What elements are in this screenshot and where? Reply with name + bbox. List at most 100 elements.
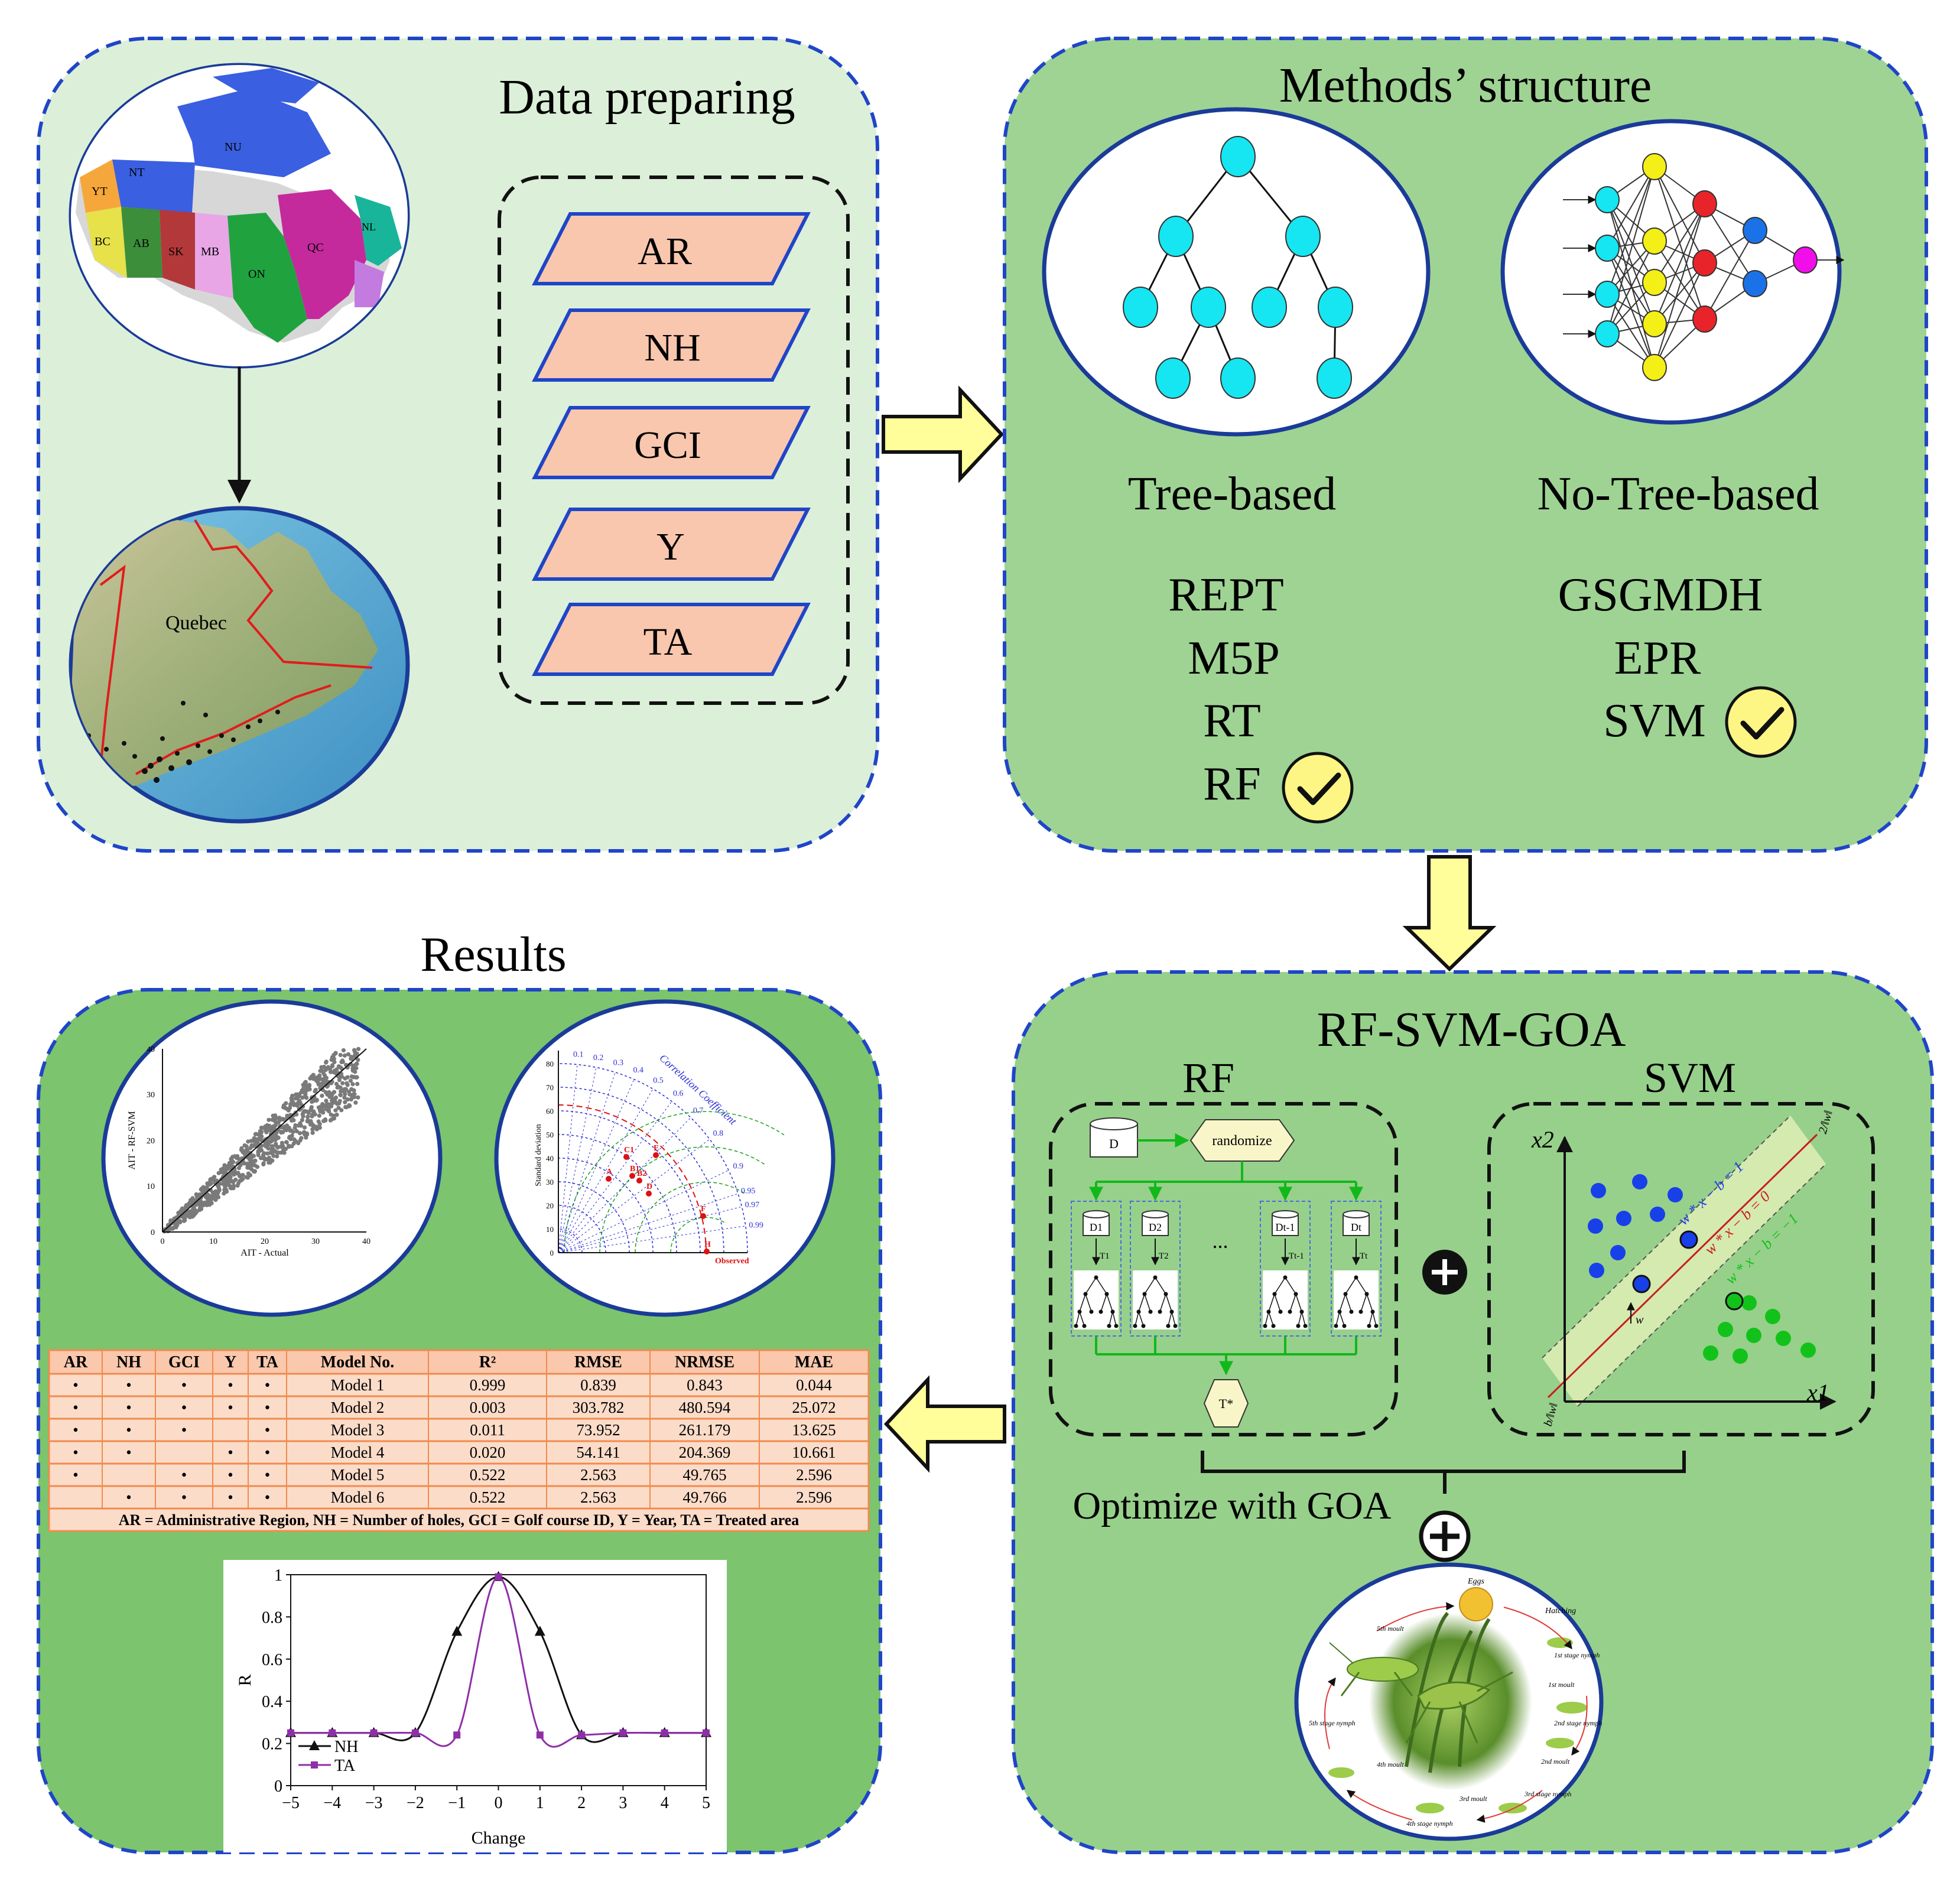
chart-x-tick-label: 1 [536, 1794, 544, 1812]
svg-text:10: 10 [546, 1225, 554, 1234]
table-cell: 10.661 [792, 1444, 836, 1461]
svg-text:40: 40 [546, 1154, 554, 1163]
table-cell: Model 2 [331, 1399, 385, 1416]
province-label-nu: NU [225, 141, 242, 154]
variable-nh: NH [532, 308, 811, 382]
grasshopper-life-cycle: Eggs Hatching 1st stage nymph 1st moult … [1294, 1562, 1604, 1841]
method-rept: REPT [1168, 569, 1284, 621]
table-header-cell: NRMSE [675, 1353, 734, 1371]
table-cell: • [227, 1376, 233, 1394]
svg-text:T1: T1 [1100, 1251, 1110, 1261]
svg-text:20: 20 [147, 1137, 155, 1146]
chart-y-tick-label: 1 [274, 1566, 282, 1585]
province-label-nt: NT [129, 166, 145, 179]
svg-text:10: 10 [209, 1237, 217, 1246]
chart-x-tick-label: −5 [282, 1794, 300, 1812]
chart-point [703, 1729, 710, 1737]
table-cell: • [73, 1466, 78, 1484]
svm-y-axis-label: x2 [1531, 1126, 1554, 1153]
svg-text:0.9: 0.9 [733, 1162, 743, 1171]
method-rf: RF [1203, 758, 1261, 810]
variable-y: Y [532, 508, 811, 581]
chart-y-tick-label: 0 [274, 1777, 282, 1796]
svg-text:4th stage nymph: 4th stage nymph [1406, 1819, 1453, 1828]
svg-text:H: H [704, 1240, 711, 1249]
table-cell: • [227, 1399, 233, 1416]
svg-text:4th moult: 4th moult [1377, 1760, 1404, 1769]
svg-text:0.1: 0.1 [573, 1051, 584, 1059]
table-cell: Model 3 [331, 1421, 385, 1439]
table-cell: • [265, 1376, 270, 1394]
province-label-ab: AB [133, 237, 149, 250]
rf-dataset-cylinder: D [1090, 1117, 1138, 1158]
table-cell: 73.952 [576, 1421, 620, 1439]
chart-point [661, 1729, 668, 1737]
chart-x-tick-label: 5 [702, 1794, 710, 1812]
results-title: Results [420, 927, 566, 982]
province-label-bc: BC [95, 235, 110, 248]
data-preparing-title: Data preparing [499, 70, 795, 125]
chart-x-tick-label: −2 [407, 1794, 424, 1812]
svg-text:3rd moult: 3rd moult [1459, 1795, 1487, 1803]
methods-title: Methods’ structure [1279, 58, 1652, 113]
table-cell: 49.766 [682, 1488, 726, 1506]
variable-ar: AR [532, 212, 811, 285]
svg-text:30: 30 [311, 1237, 320, 1246]
svg-text:AIT - RF-SVM: AIT - RF-SVM [127, 1111, 137, 1169]
table-cell: • [181, 1466, 187, 1484]
table-cell: 0.011 [470, 1421, 505, 1439]
chart-point [619, 1729, 627, 1737]
svm-w-label: w [1636, 1314, 1644, 1327]
table-cell: 303.782 [573, 1399, 625, 1416]
chart-x-tick-label: 4 [661, 1794, 669, 1812]
svg-text:Tt: Tt [1360, 1251, 1368, 1261]
chart-x-tick-label: −3 [365, 1794, 383, 1812]
table-cell: 0.522 [470, 1488, 506, 1506]
table-cell: Model 1 [331, 1376, 385, 1394]
chart-background [223, 1560, 727, 1852]
svg-text:0.97: 0.97 [745, 1201, 760, 1210]
scatter-plot: AIT - Actual AIT - RF-SVM 0 10 20 30 40 … [101, 999, 443, 1317]
province-label-sk: SK [168, 245, 184, 258]
table-cell: • [227, 1488, 233, 1506]
chart-point [534, 1626, 545, 1636]
svg-text:30: 30 [546, 1178, 554, 1186]
svg-text:B2: B2 [637, 1169, 646, 1178]
province-label-qc: QC [307, 241, 324, 254]
svg-text:80: 80 [546, 1059, 554, 1068]
svg-text:0.7: 0.7 [693, 1107, 704, 1116]
neural-network-diagram [1500, 119, 1845, 425]
svg-text:D1: D1 [1090, 1221, 1103, 1233]
hybrid-title: RF-SVM-GOA [1317, 1002, 1626, 1057]
table-cell: • [181, 1421, 187, 1439]
svg-text:0: 0 [151, 1228, 155, 1237]
province-label-nl: NL [362, 221, 376, 233]
rf-output-node: T* [1203, 1379, 1249, 1428]
table-cell: 54.141 [576, 1444, 620, 1461]
province-label-on: ON [248, 268, 265, 281]
chart-x-tick-label: 0 [495, 1794, 503, 1812]
table-cell: 2.563 [580, 1488, 616, 1506]
arrow-to-hybrid [1402, 855, 1497, 972]
svg-text:20: 20 [546, 1201, 554, 1210]
svg-text:0.99: 0.99 [749, 1221, 763, 1230]
table-header-cell: GCI [168, 1353, 200, 1371]
chart-legend-entry: NH [334, 1738, 358, 1756]
plus-circle-icon [1419, 1510, 1471, 1562]
arrow-to-methods [882, 385, 1005, 483]
chart-point [411, 1729, 419, 1737]
table-cell: • [73, 1421, 78, 1439]
svg-text:2nd stage nymph: 2nd stage nymph [1554, 1719, 1602, 1727]
table-header-cell: AR [64, 1353, 88, 1371]
chart-point [329, 1729, 336, 1737]
svg-text:0.95: 0.95 [741, 1187, 756, 1196]
plus-icon [1422, 1250, 1467, 1295]
svg-text:2nd moult: 2nd moult [1541, 1757, 1570, 1766]
table-cell: 0.003 [470, 1399, 506, 1416]
rf-ellipsis: ... [1213, 1229, 1228, 1253]
table-cell: 261.179 [679, 1421, 731, 1439]
scatter-fit-line [162, 1048, 367, 1233]
table-footer: AR = Administrative Region, NH = Number … [119, 1511, 799, 1529]
svg-text:20: 20 [261, 1237, 269, 1246]
